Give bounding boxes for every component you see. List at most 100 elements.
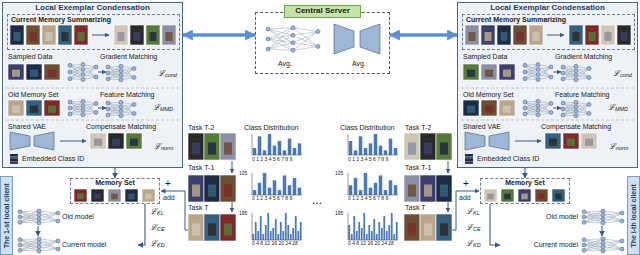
network-link [603, 241, 622, 251]
histogram-bar [374, 183, 378, 195]
chart-axis [348, 173, 398, 195]
flow-arrow [98, 72, 106, 73]
network-neuron [601, 209, 605, 213]
image-content [48, 106, 56, 113]
network-neuron [536, 113, 540, 117]
network-link [20, 239, 39, 250]
network-neuron [119, 64, 123, 68]
node-text: Memory Set [71, 179, 159, 187]
network-neuron [582, 220, 586, 224]
image-thumbnail [42, 25, 56, 45]
network-neuron [601, 241, 605, 245]
network-link [584, 240, 603, 251]
old-model: Old model [528, 208, 624, 226]
network-neuron [536, 108, 540, 112]
image-thumbnail [204, 133, 220, 160]
image-thumbnail [114, 25, 128, 45]
flow-arrow [448, 202, 449, 212]
network-neuron [561, 107, 565, 111]
network-neuron [523, 77, 527, 81]
memory-set-box: Memory Set [70, 178, 160, 204]
network-neuron [316, 45, 320, 49]
histogram-bar [263, 150, 267, 155]
network-neuron [56, 247, 60, 251]
server-decoder [360, 24, 380, 54]
image-thumbnail [436, 175, 452, 202]
class-embedding-cell [465, 162, 473, 165]
panel-ground [2, 2, 183, 168]
network-neuron [56, 219, 60, 223]
image-thumbnail [90, 133, 106, 149]
image-content [585, 139, 593, 146]
flow-arrow [547, 35, 564, 36]
class-embedding-cell [10, 154, 18, 157]
image-content [503, 70, 511, 77]
image-thumbnail [465, 25, 479, 45]
image-thumbnail [220, 214, 236, 241]
network-neuron [18, 248, 22, 252]
network-neuron [37, 209, 41, 213]
histogram-bar [277, 234, 279, 240]
histogram-bar [293, 178, 297, 195]
histogram-bar [381, 228, 383, 240]
network-link [39, 239, 58, 249]
image-thumbnail [481, 25, 495, 45]
axis-label: 0 1 2 3 4 5 6 7 8 9 [348, 196, 388, 202]
network-link [20, 219, 39, 222]
node-text: Local Exemplar Condensation [3, 3, 182, 13]
class-embedding-cell [465, 154, 473, 157]
image-thumbnail [404, 175, 420, 202]
text-label: Feature Matching [100, 91, 154, 99]
histogram-bar [257, 231, 259, 240]
network-neuron [119, 69, 123, 73]
server-box: Central Server [255, 12, 390, 74]
image-thumbnail [44, 64, 60, 80]
row-separator [461, 88, 634, 89]
histogram-bar [280, 222, 282, 240]
histogram-bar [358, 222, 360, 240]
image-thumbnail [162, 25, 176, 45]
text-label: ... [312, 194, 322, 207]
network-neuron [620, 211, 624, 215]
server-exchange-arrow [183, 33, 255, 37]
network-neuron [549, 102, 553, 106]
network-neuron [549, 111, 553, 115]
histogram-bar [364, 148, 368, 155]
network-link [584, 245, 603, 251]
network-neuron [94, 102, 98, 106]
image-content [503, 106, 511, 113]
network-neuron [106, 101, 110, 105]
old-model: Old model [16, 208, 112, 226]
image-content [224, 184, 232, 196]
network-link [584, 222, 603, 224]
network-link [20, 212, 39, 223]
class-embedding-cell [10, 157, 18, 160]
histogram-bar [384, 190, 388, 195]
network-link [20, 217, 39, 223]
histogram-bar [253, 148, 257, 155]
network-link [584, 250, 603, 252]
image-thumbnail [404, 214, 420, 241]
histogram-bar [394, 148, 398, 155]
network-neuron [18, 210, 22, 214]
image-content [77, 194, 84, 200]
network-neuron [574, 114, 578, 118]
text-label: Feature Matching [555, 91, 609, 99]
histogram-bar [267, 213, 269, 240]
network-neuron [561, 113, 565, 117]
flow-connector [138, 204, 145, 245]
network-neuron [587, 76, 591, 80]
node-text: Memory Set [481, 179, 569, 187]
network-neuron [119, 105, 123, 109]
network-link [293, 28, 318, 47]
histogram-bar [278, 141, 282, 155]
image-content [30, 106, 38, 113]
text-label: Embedded Class ID [22, 155, 84, 163]
image-thumbnail [8, 100, 24, 116]
histogram-bar [353, 216, 355, 240]
histogram-bar [258, 136, 262, 155]
image-content [424, 223, 432, 235]
node-text: Current model [534, 241, 578, 249]
image-thumbnail [463, 100, 479, 116]
image-thumbnail [204, 175, 220, 202]
